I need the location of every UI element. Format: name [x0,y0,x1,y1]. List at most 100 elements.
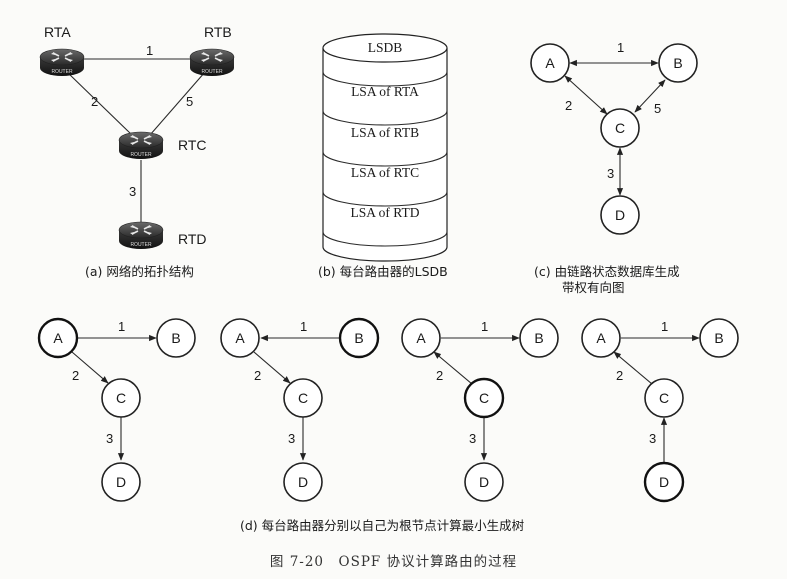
lsa-entry-rta: LSA of RTA [351,84,419,99]
router-badge: ROUTER [130,152,152,158]
tree-cost-label: 1 [481,319,488,334]
router-name-rtc: RTC [178,137,207,153]
lsa-entry-rtd: LSA of RTD [351,205,420,220]
lsdb-header: LSDB [368,40,403,55]
tree-node-label: A [416,330,426,346]
panel-a-topology: 1 2 5 3 ROUTER ROUTER ROUTER ROUTER RTA … [39,24,235,250]
tree-node-root [338,317,380,359]
router-name-rtb: RTB [204,24,232,40]
tree-node-label: C [479,390,489,406]
tree-cost-label: 3 [106,431,113,446]
cost-cd-label: 3 [129,184,136,199]
panel-b-caption: (b) 每台路由器的LSDB [318,264,448,279]
tree-cost-label: 3 [288,431,295,446]
cost-ab-label: 1 [617,40,624,55]
tree-node-label: C [298,390,308,406]
tree-node [156,318,196,358]
tree-node [519,318,559,358]
tree-cost-label: 2 [436,368,443,383]
panel-d-caption: (d) 每台路由器分别以自己为根节点计算最小生成树 [240,518,525,533]
lsdb-cylinder-body [322,48,448,262]
tree-node-label: B [354,330,363,346]
lsdb-cylinder-top [322,33,448,63]
tree-node [220,318,260,358]
lsdb-divider [322,110,448,126]
tree-node-label: A [596,330,606,346]
tree-node [101,378,141,418]
edge-a-c [564,75,608,115]
cost-ac-label: 2 [91,94,98,109]
tree-cost-label: 3 [649,431,656,446]
panel-a-caption: (a) 网络的拓扑结构 [85,264,194,279]
router-icon-rta: ROUTER [39,48,85,77]
graph-node-label: B [673,55,682,71]
tree-node-label: C [659,390,669,406]
cost-ab-label: 1 [146,43,153,58]
lsdb-divider [322,71,448,87]
router-badge: ROUTER [51,69,73,75]
tree-node [401,318,441,358]
tree-edge [613,351,653,385]
graph-node-a [530,43,570,83]
tree-node [644,378,684,418]
tree-node-label: C [116,390,126,406]
cost-bc-label: 5 [186,94,193,109]
tree-node-label: B [714,330,723,346]
link-rta-rtc [66,71,133,136]
tree-node-label: B [534,330,543,346]
tree-node-label: D [116,474,126,490]
spf-tree-root-a: 1 2 3 A B C D [37,317,196,502]
panel-c-caption-line2: 带权有向图 [562,280,625,295]
lsa-entry-rtc: LSA of RTC [351,165,419,180]
router-badge: ROUTER [201,69,223,75]
panel-b-lsdb: LSDB LSA of RTA LSA of RTB LSA of RTC LS… [322,33,448,262]
graph-node-label: D [615,207,625,223]
lsdb-divider [322,151,448,167]
tree-node-label: A [53,330,63,346]
router-icon-rtb: ROUTER [189,48,235,77]
link-rtb-rtc [149,71,206,136]
lsa-entry-rtb: LSA of RTB [351,125,419,140]
tree-cost-label: 3 [469,431,476,446]
tree-node [283,378,323,418]
tree-node-root [643,461,685,503]
graph-node-d [600,195,640,235]
tree-edge [433,351,473,385]
tree-node-label: D [659,474,669,490]
lsdb-divider [322,191,448,207]
spf-tree-root-d: 1 2 3 A B C D [581,318,739,503]
tree-node [283,462,323,502]
tree-edge [71,351,109,384]
cost-cd-label: 3 [607,166,614,181]
tree-node [464,462,504,502]
router-name-rta: RTA [44,24,71,40]
tree-node-label: A [235,330,245,346]
tree-node-label: D [298,474,308,490]
tree-cost-label: 2 [616,368,623,383]
figure-caption: 图 7-20 OSPF 协议计算路由的过程 [269,554,518,570]
tree-node-label: D [479,474,489,490]
tree-node-root [37,317,79,359]
tree-cost-label: 2 [254,368,261,383]
tree-node [699,318,739,358]
graph-node-label: C [615,120,625,136]
tree-cost-label: 1 [300,319,307,334]
spf-tree-root-c: 1 2 3 A B C D [401,318,559,502]
tree-cost-label: 1 [118,319,125,334]
lsdb-divider [322,231,448,247]
router-icon-rtc: ROUTER [118,131,164,160]
tree-edge [253,351,291,384]
graph-node-label: A [545,55,555,71]
cost-bc-label: 5 [654,101,661,116]
graph-node-c [600,108,640,148]
tree-cost-label: 2 [72,368,79,383]
tree-cost-label: 1 [661,319,668,334]
panel-c-caption-line1: (c) 由链路状态数据库生成 [534,264,680,279]
tree-node [101,462,141,502]
cost-ac-label: 2 [565,98,572,113]
edge-b-c [634,79,666,113]
router-name-rtd: RTD [178,231,207,247]
tree-node-label: B [171,330,180,346]
graph-node-b [658,43,698,83]
